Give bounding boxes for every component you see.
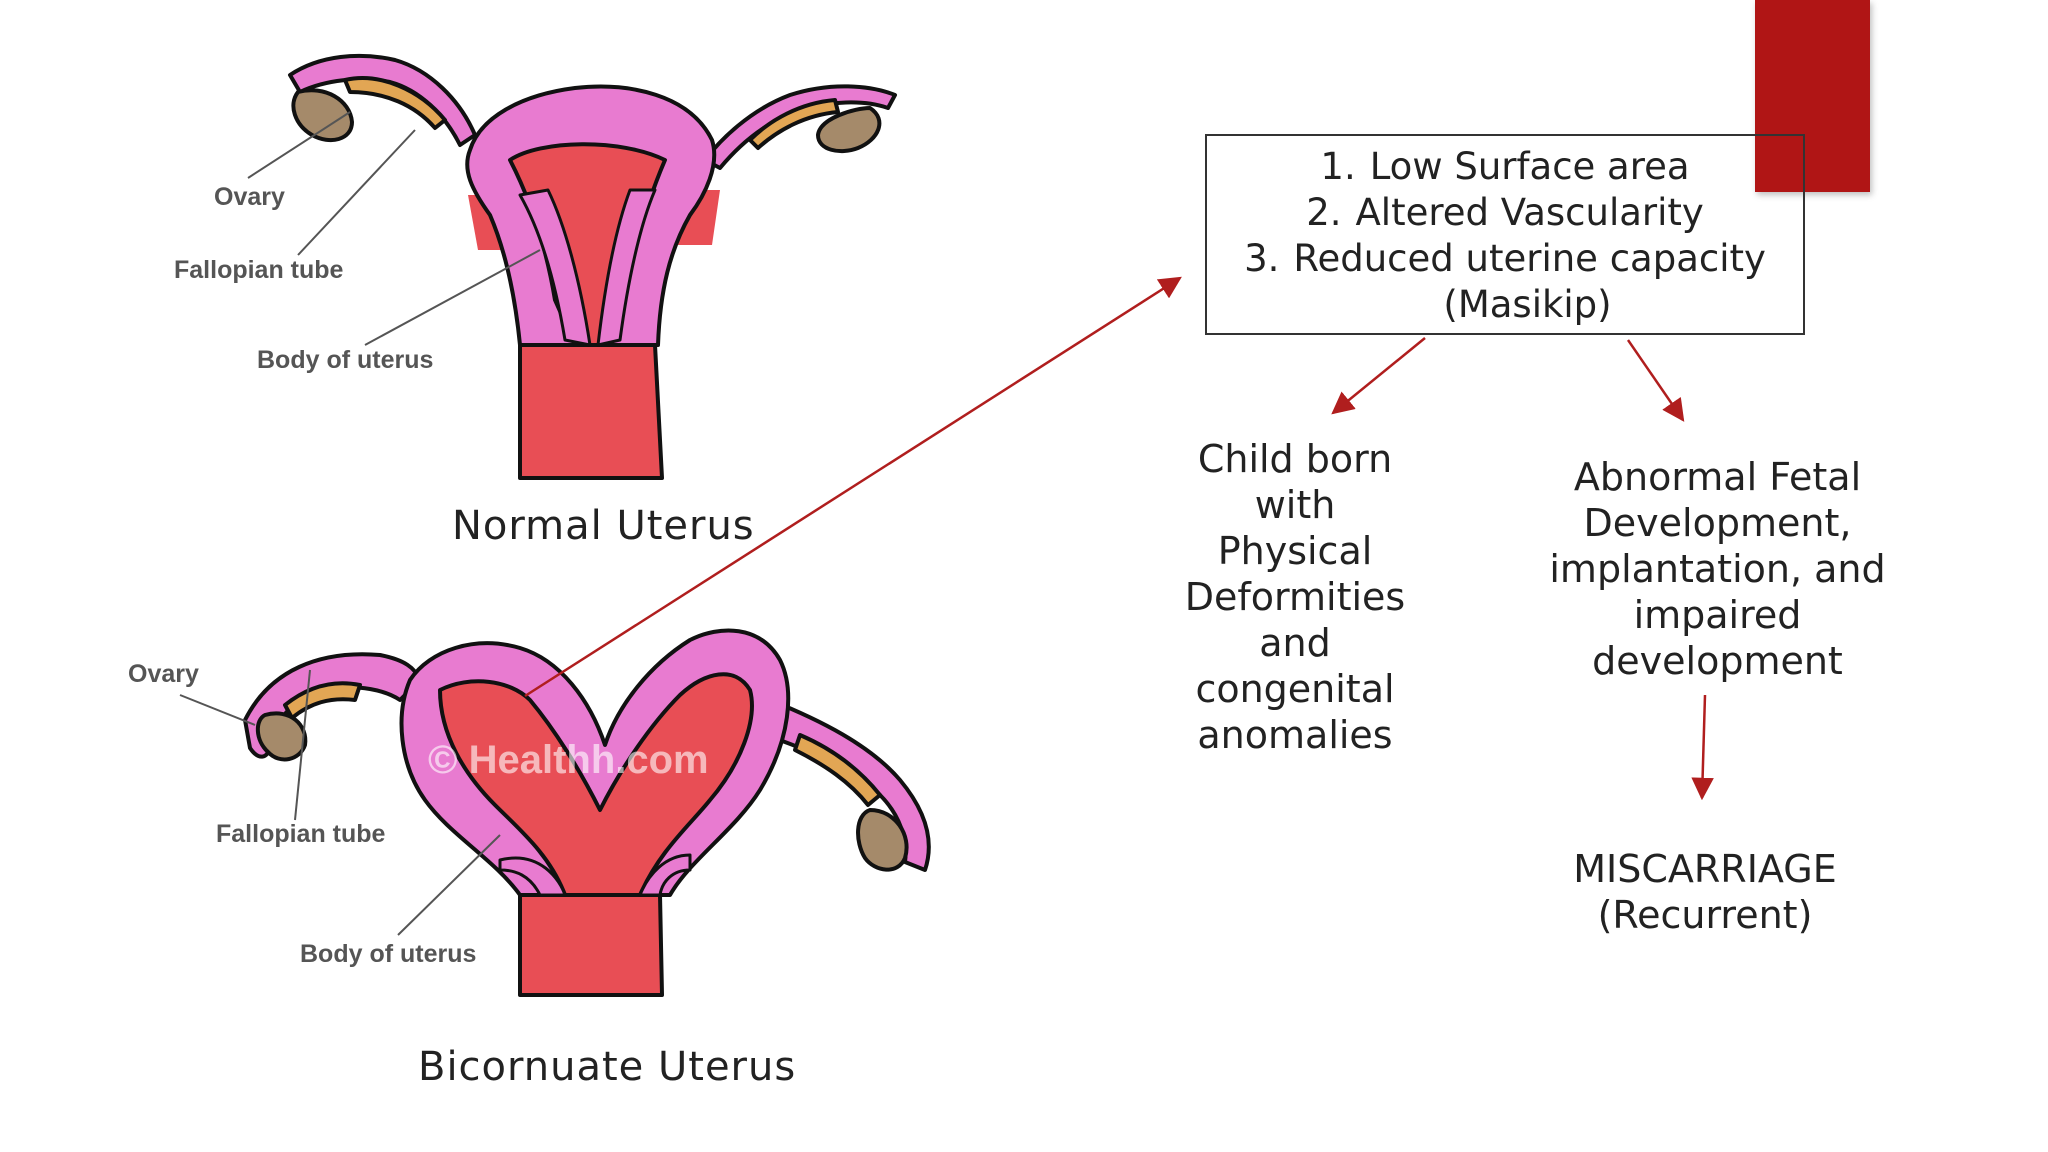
arrow-causes-to-deformities <box>1331 337 1426 415</box>
arrow-bicornuate-to-causes <box>524 276 1182 698</box>
accent-bar <box>1755 0 1870 192</box>
flow-arrows <box>524 276 1714 801</box>
cause-item: 2.Altered Vascularity <box>1306 191 1704 234</box>
causes-note: (Masikip) <box>1443 283 1612 326</box>
causes-box: 1.Low Surface area 2.Altered Vascularity… <box>1205 134 1805 335</box>
outcome-physical-deformities: Child born with Physical Deformities and… <box>1184 437 1406 757</box>
normal-body-of-uterus-label: Body of uterus <box>257 346 434 374</box>
normal-fallopian-tube-label: Fallopian tube <box>174 256 344 284</box>
arrow-causes-to-fetal-development <box>1626 339 1685 422</box>
cause-item: 1.Low Surface area <box>1320 145 1690 188</box>
bicornuate-fallopian-tube-label: Fallopian tube <box>216 820 386 848</box>
watermark: © Healthh.com <box>428 738 709 782</box>
causes-list: 1.Low Surface area 2.Altered Vascularity… <box>1207 136 1803 282</box>
bicornuate-body-of-uterus-label: Body of uterus <box>300 940 477 968</box>
arrow-development-to-miscarriage <box>1691 694 1714 801</box>
outcome-abnormal-fetal-development: Abnormal Fetal Development, implantation… <box>1549 455 1886 683</box>
outcome-miscarriage: MISCARRIAGE (Recurrent) <box>1573 847 1837 937</box>
normal-uterus-leader-lines <box>247 111 541 346</box>
normal-ovary-label: Ovary <box>214 183 285 211</box>
bicornuate-uterus-leader-lines <box>179 669 501 936</box>
normal-uterus-illustration <box>288 53 897 480</box>
bicornuate-uterus-illustration <box>243 628 931 997</box>
normal-uterus-caption: Normal Uterus <box>452 503 755 549</box>
cause-item: 3.Reduced uterine capacity <box>1244 237 1766 280</box>
bicornuate-ovary-label: Ovary <box>128 660 199 688</box>
bicornuate-uterus-caption: Bicornuate Uterus <box>418 1044 797 1090</box>
